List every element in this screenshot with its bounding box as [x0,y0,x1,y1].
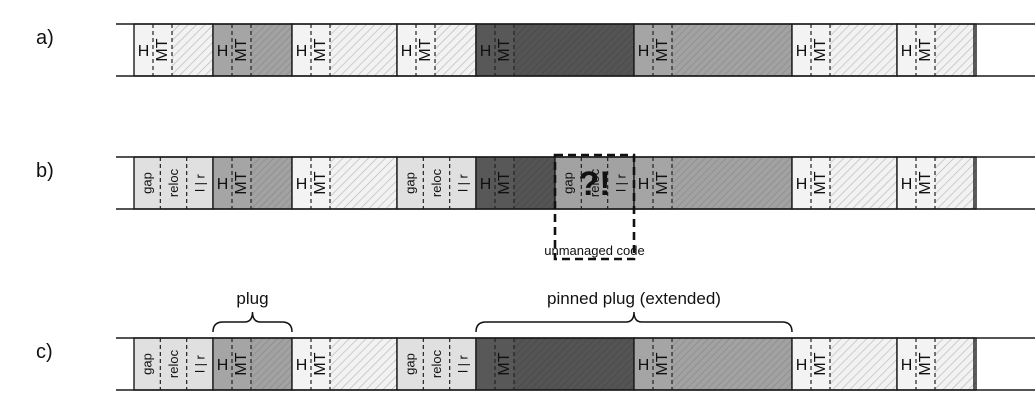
gap-label: gap [561,172,576,194]
reloc-label: reloc [587,168,602,197]
plug-header-fill [555,157,634,209]
header-label: H [217,357,229,374]
row-label: b) [36,160,54,182]
reloc-label: reloc [429,168,444,197]
header-label: H [901,43,913,60]
method-table-label: MT [917,171,934,194]
plug-brace-label: plug [236,289,268,308]
plug-header-fill [134,338,213,390]
method-table-label: MT [312,171,329,194]
plug-header-fill [397,157,476,209]
reloc-label: reloc [166,349,181,378]
method-table-label: MT [496,171,513,194]
header-label: H [296,43,308,60]
method-table-label: MT [812,352,829,375]
left-right-label: l | r [613,173,628,191]
plug-brace [212,311,293,333]
method-table-label: MT [812,171,829,194]
method-table-label: MT [654,171,671,194]
header-label: H [296,357,308,374]
method-table-label: MT [812,38,829,61]
corruption-symbol: ?! [578,165,610,203]
header-label: H [796,357,808,374]
method-table-label: MT [654,38,671,61]
method-table-label: MT [917,38,934,61]
method-table-label: MT [496,38,513,61]
gap-label: gap [140,172,155,194]
header-label: H [138,43,150,60]
header-label: H [480,43,492,60]
plug-header-block: gap reloc l | r [396,156,477,210]
method-table-label: MT [233,352,250,375]
method-table-label: MT [154,38,171,61]
header-label: H [217,176,229,193]
object-block: MT [475,337,635,391]
plug-header-fill [134,157,213,209]
left-right-label: l | r [192,354,207,372]
header-label: H [638,176,650,193]
plug-header-block: gap reloc l | r [133,156,214,210]
plug-header-block: gap reloc l | r [396,337,477,391]
gap-label: gap [403,353,418,375]
row-label: c) [36,341,53,363]
corrupted-plug-header: gap reloc l | r?! [554,156,635,210]
left-right-label: l | r [455,354,470,372]
method-table-label: MT [496,352,513,375]
header-label: H [296,176,308,193]
plug-brace [475,311,793,333]
left-right-label: l | r [192,173,207,191]
method-table-label: MT [233,171,250,194]
header-label: H [901,357,913,374]
method-table-label: MT [233,38,250,61]
header-label: H [901,176,913,193]
row-label: a) [36,27,54,49]
header-label: H [796,176,808,193]
method-table-label: MT [917,352,934,375]
unmanaged-code-box [553,153,636,261]
plug-header-block: gap reloc l | r [133,337,214,391]
reloc-label: reloc [166,168,181,197]
plug-header-fill [397,338,476,390]
gap-label: gap [140,353,155,375]
header-label: H [217,43,229,60]
left-right-label: l | r [455,173,470,191]
reloc-label: reloc [429,349,444,378]
method-table-label: MT [654,352,671,375]
header-label: H [638,43,650,60]
header-label: H [796,43,808,60]
header-label: H [480,176,492,193]
method-table-label: MT [312,38,329,61]
method-table-label: MT [417,38,434,61]
header-label: H [638,357,650,374]
header-label: H [401,43,413,60]
unmanaged-code-label: unmanaged code [544,243,644,258]
gap-label: gap [403,172,418,194]
plug-brace-label: pinned plug (extended) [547,289,721,308]
method-table-label: MT [312,352,329,375]
